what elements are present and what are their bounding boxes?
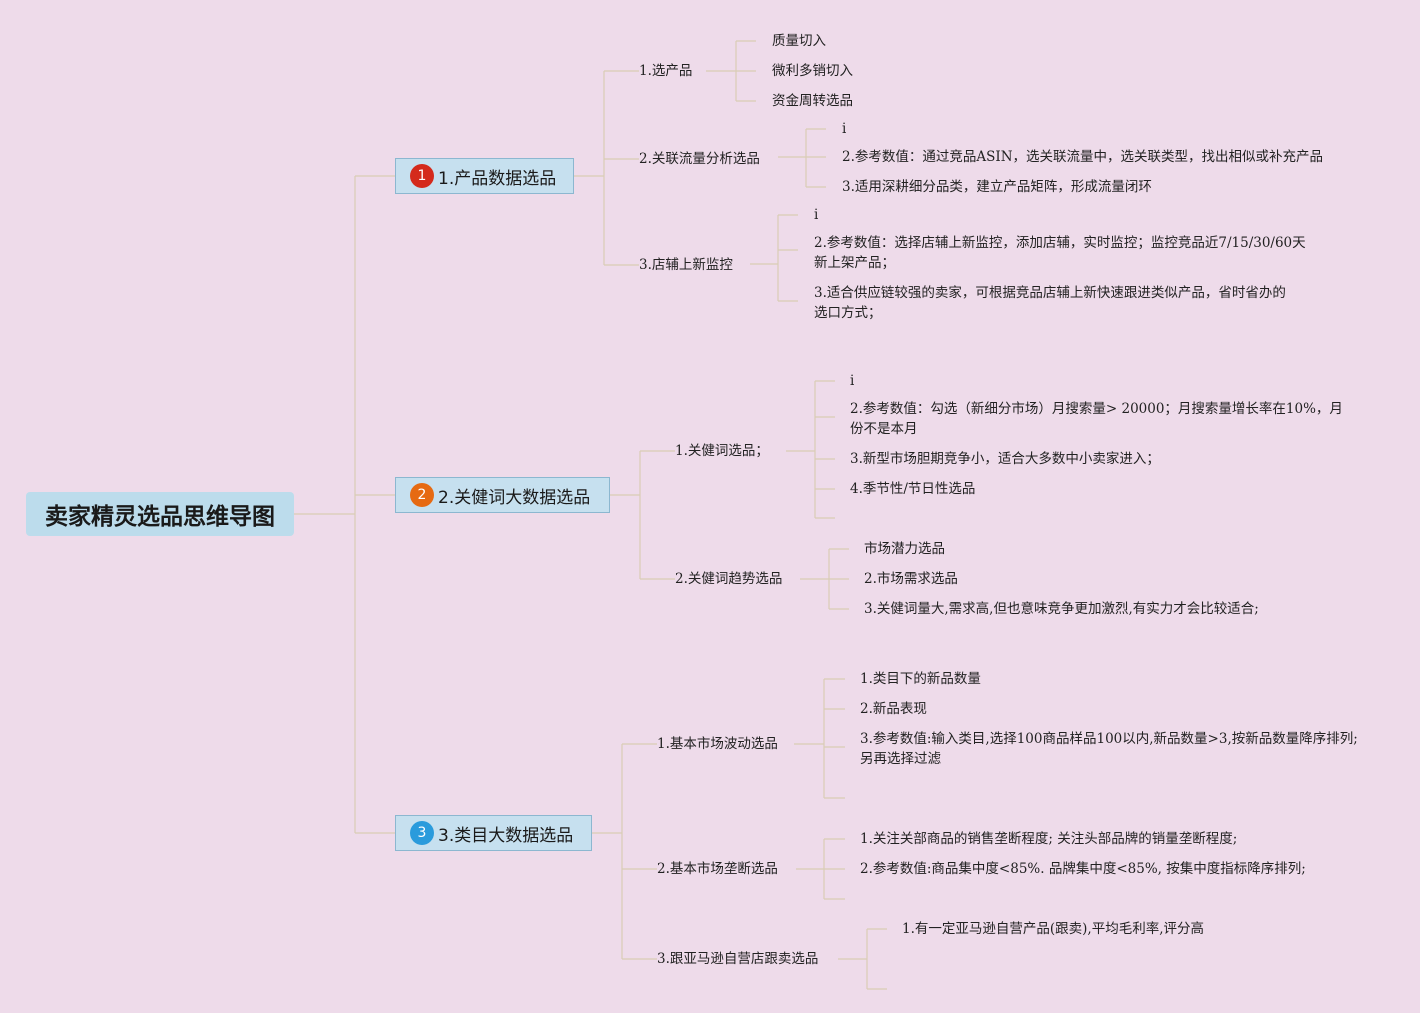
leaf-3-2-2[interactable]: 2.参考数值:商品集中度<85%. 品牌集中度<85%, 按集中度指标降序排列; bbox=[860, 861, 1306, 877]
leaf-line: 新上架产品； bbox=[814, 255, 895, 271]
leaf-3-1-2[interactable]: 2.新品表现 bbox=[860, 701, 927, 717]
subtopic-1-2[interactable]: 2.关联流量分析选品 bbox=[639, 151, 760, 167]
leaf-line: 另再选择过滤 bbox=[860, 751, 941, 767]
leaf-1-2-2[interactable]: 2.参考数值：通过竞品ASIN，选关联流量中，选关联类型，找出相似或补充产品 bbox=[842, 149, 1324, 165]
branch-topic-2[interactable]: 2 2.关健词大数据选品 bbox=[395, 477, 610, 513]
leaf-line: 3.适合供应链较强的卖家，可根据竞品店辅上新快速跟进类似产品，省时省办的 bbox=[814, 285, 1286, 301]
leaf-2-2-1[interactable]: 市场潜力选品 bbox=[864, 541, 945, 557]
root-topic[interactable]: 卖家精灵选品思维导图 bbox=[26, 492, 294, 536]
leaf-2-1-3[interactable]: 3.新型市场胆期竞争小，适合大多数中小卖家进入； bbox=[850, 451, 1160, 467]
leaf-1-1-1[interactable]: 质量切入 bbox=[772, 33, 826, 49]
leaf-1-3-2[interactable]: 2.参考数值：选择店辅上新监控，添加店辅，实时监控；监控竞品近7/15/30/6… bbox=[814, 233, 1306, 273]
number-badge-icon: 3 bbox=[410, 821, 434, 845]
leaf-line: 3.参考数值:输入类目,选择100商品样品100以内,新品数量>3,按新品数量降… bbox=[860, 731, 1358, 747]
leaf-line: 2.参考数值：勾选（新细分市场）月搜索量> 20000；月搜索量增长率在10%，… bbox=[850, 401, 1343, 417]
leaf-1-1-3[interactable]: 资金周转选品 bbox=[772, 93, 853, 109]
leaf-2-1-2[interactable]: 2.参考数值：勾选（新细分市场）月搜索量> 20000；月搜索量增长率在10%，… bbox=[850, 399, 1343, 439]
leaf-3-1-3[interactable]: 3.参考数值:输入类目,选择100商品样品100以内,新品数量>3,按新品数量降… bbox=[860, 729, 1358, 769]
number-badge-icon: 1 bbox=[410, 164, 434, 188]
leaf-1-1-2[interactable]: 微利多销切入 bbox=[772, 63, 853, 79]
leaf-3-3-1[interactable]: 1.有一定亚马逊自营产品(跟卖),平均毛利率,评分高 bbox=[902, 921, 1204, 937]
branch-topic-1[interactable]: 1 1.产品数据选品 bbox=[395, 158, 574, 194]
leaf-1-2-3[interactable]: 3.适用深耕细分品类，建立产品矩阵，形成流量闭环 bbox=[842, 179, 1152, 195]
leaf-3-2-1[interactable]: 1.关注关部商品的销售垄断程度; 关注头部品牌的销量垄断程度; bbox=[860, 831, 1238, 847]
leaf-3-1-1[interactable]: 1.类目下的新品数量 bbox=[860, 671, 981, 687]
subtopic-1-3[interactable]: 3.店辅上新监控 bbox=[639, 257, 733, 273]
subtopic-2-1[interactable]: 1.关健词选品； bbox=[675, 443, 769, 459]
branch-topic-3[interactable]: 3 3.类目大数据选品 bbox=[395, 815, 592, 851]
branch-label: 3.类目大数据选品 bbox=[438, 825, 574, 846]
branch-label: 1.产品数据选品 bbox=[438, 168, 557, 189]
branch-label: 2.关健词大数据选品 bbox=[438, 487, 591, 508]
leaf-1-3-1[interactable]: i bbox=[814, 207, 819, 223]
subtopic-3-1[interactable]: 1.基本市场波动选品 bbox=[657, 736, 778, 752]
number-badge-icon: 2 bbox=[410, 483, 434, 507]
leaf-line: 份不是本月 bbox=[850, 421, 918, 437]
subtopic-2-2[interactable]: 2.关健词趋势选品 bbox=[675, 571, 783, 587]
leaf-1-2-1[interactable]: i bbox=[842, 121, 847, 137]
subtopic-1-1[interactable]: 1.选产品 bbox=[639, 63, 693, 79]
leaf-line: 选口方式； bbox=[814, 305, 882, 321]
subtopic-3-2[interactable]: 2.基本市场垄断选品 bbox=[657, 861, 778, 877]
subtopic-3-3[interactable]: 3.跟亚马逊自营店跟卖选品 bbox=[657, 951, 819, 967]
leaf-2-2-3[interactable]: 3.关健词量大,需求高,但也意味竞争更加激烈,有实力才会比较适合; bbox=[864, 601, 1259, 617]
leaf-1-3-3[interactable]: 3.适合供应链较强的卖家，可根据竞品店辅上新快速跟进类似产品，省时省办的 选口方… bbox=[814, 283, 1286, 323]
leaf-line: 2.参考数值：选择店辅上新监控，添加店辅，实时监控；监控竞品近7/15/30/6… bbox=[814, 235, 1306, 251]
leaf-2-2-2[interactable]: 2.市场需求选品 bbox=[864, 571, 958, 587]
leaf-2-1-4[interactable]: 4.季节性/节日性选品 bbox=[850, 481, 976, 497]
leaf-2-1-1[interactable]: i bbox=[850, 373, 855, 389]
